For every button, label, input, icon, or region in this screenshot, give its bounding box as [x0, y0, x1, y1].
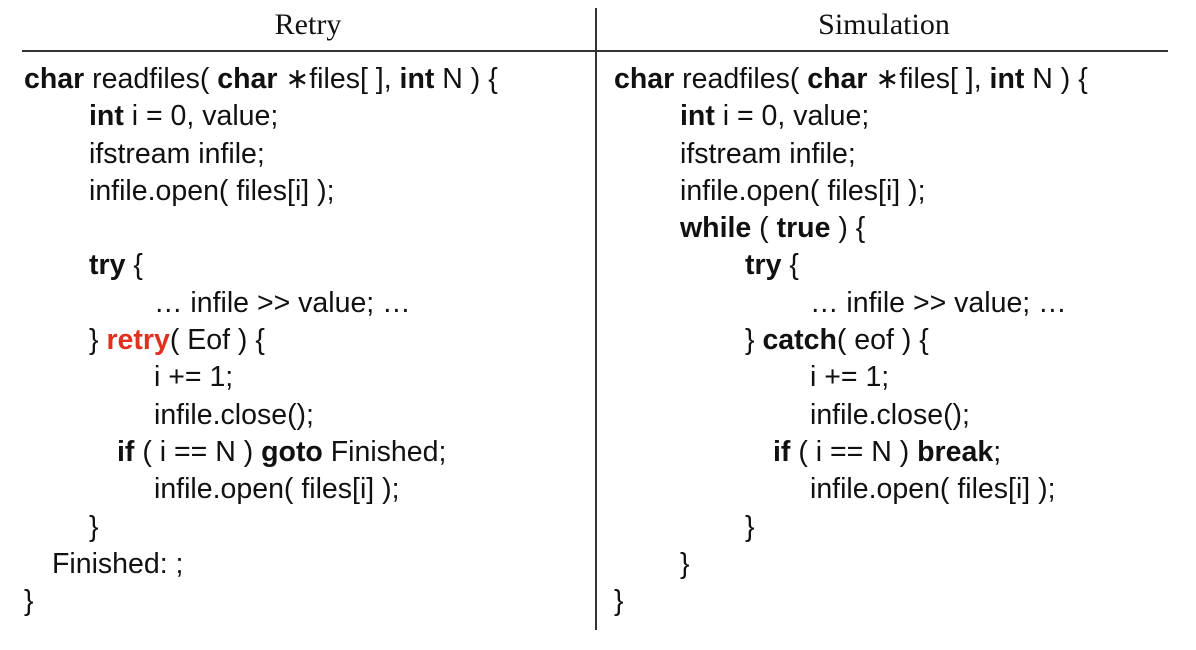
code-line: try { [614, 247, 1088, 284]
code-text: i += 1; [810, 361, 890, 394]
keyword: while [680, 212, 752, 245]
code-text: ( [751, 212, 777, 245]
code-text: ∗files[ ], [277, 63, 400, 95]
code-text: ifstream infile; [680, 137, 856, 170]
keyword: char [807, 63, 868, 95]
keyword: int [989, 63, 1025, 95]
code-line: infile.open( files[i] ); [614, 471, 1088, 508]
keyword: char [614, 63, 675, 95]
code-line: int i = 0, value; [24, 98, 498, 135]
keyword: if [117, 435, 135, 468]
simulation-code-block: char readfiles( char ∗files[ ], int N ) … [614, 61, 1088, 620]
keyword: try [89, 249, 126, 282]
simulation-column-title: Simulation [818, 8, 950, 41]
code-line: char readfiles( char ∗files[ ], int N ) … [24, 61, 498, 98]
retry-code-block: char readfiles( char ∗files[ ], int N ) … [24, 61, 498, 620]
code-line: char readfiles( char ∗files[ ], int N ) … [614, 61, 1088, 98]
keyword: int [680, 100, 715, 133]
keyword: break [917, 435, 994, 468]
code-text: } [614, 585, 624, 618]
keyword: catch [762, 324, 837, 357]
code-line: if ( i == N ) goto Finished; [24, 434, 498, 471]
code-text: … infile >> value; … [154, 286, 411, 319]
code-text: { [781, 249, 799, 282]
code-line: } [614, 509, 1088, 546]
code-text: } [89, 510, 99, 543]
keyword: goto [261, 435, 323, 468]
code-line: ifstream infile; [24, 136, 498, 173]
code-text: … infile >> value; … [810, 286, 1067, 319]
code-text: infile.close(); [154, 398, 314, 431]
code-text: ( i == N ) [134, 435, 262, 468]
code-line: } catch( eof ) { [614, 322, 1088, 359]
code-line: if ( i == N ) break; [614, 434, 1088, 471]
code-line: } [614, 583, 1088, 620]
code-line [24, 210, 498, 247]
keyword: int [89, 100, 124, 133]
code-text: ifstream infile; [89, 137, 265, 170]
code-text: i += 1; [154, 361, 234, 394]
code-line: infile.open( files[i] ); [24, 173, 498, 210]
code-line: i += 1; [24, 359, 498, 396]
code-text: readfiles( [84, 63, 218, 95]
code-line: infile.open( files[i] ); [24, 471, 498, 508]
code-text: ) { [830, 212, 866, 245]
code-line: i += 1; [614, 359, 1088, 396]
code-text: infile.open( files[i] ); [810, 473, 1056, 506]
code-text: N ) { [1024, 63, 1088, 95]
code-line: … infile >> value; … [614, 285, 1088, 322]
code-text: Finished: ; [52, 547, 184, 580]
code-text: N ) { [434, 63, 498, 95]
code-text: infile.open( files[i] ); [680, 174, 926, 207]
code-text: ; [993, 435, 1002, 468]
code-text: ( Eof ) { [169, 324, 265, 357]
code-text: } [89, 324, 107, 357]
code-text: } [745, 510, 755, 543]
code-text: infile.open( files[i] ); [154, 473, 400, 506]
keyword: if [773, 435, 791, 468]
code-text: } [24, 585, 34, 618]
code-line: while ( true ) { [614, 210, 1088, 247]
code-text: } [745, 324, 763, 357]
keyword: char [24, 63, 85, 95]
retry-column-title: Retry [274, 8, 342, 41]
code-line: } [24, 509, 498, 546]
code-line: Finished: ; [24, 546, 498, 583]
code-text: ( i == N ) [790, 435, 918, 468]
column-divider [595, 8, 597, 630]
code-text: ∗files[ ], [867, 63, 990, 95]
code-line: } [614, 546, 1088, 583]
code-line: } retry( Eof ) { [24, 322, 498, 359]
code-line: … infile >> value; … [24, 285, 498, 322]
code-line: int i = 0, value; [614, 98, 1088, 135]
code-text: } [680, 547, 690, 580]
code-text: readfiles( [674, 63, 808, 95]
code-line: infile.close(); [24, 397, 498, 434]
code-line: ifstream infile; [614, 136, 1088, 173]
keyword: int [399, 63, 435, 95]
code-text: infile.close(); [810, 398, 970, 431]
code-text: { [125, 249, 143, 282]
keyword: char [217, 63, 278, 95]
code-line: infile.open( files[i] ); [614, 173, 1088, 210]
code-line: infile.close(); [614, 397, 1088, 434]
keyword: true [776, 212, 831, 245]
code-text: i = 0, value; [714, 100, 870, 133]
code-text: ( eof ) { [836, 324, 929, 357]
code-line: try { [24, 247, 498, 284]
code-line: } [24, 583, 498, 620]
code-text: infile.open( files[i] ); [89, 174, 335, 207]
keyword: try [745, 249, 782, 282]
highlighted-keyword: retry [106, 324, 170, 357]
code-text: i = 0, value; [123, 100, 279, 133]
code-text: Finished; [322, 435, 447, 468]
